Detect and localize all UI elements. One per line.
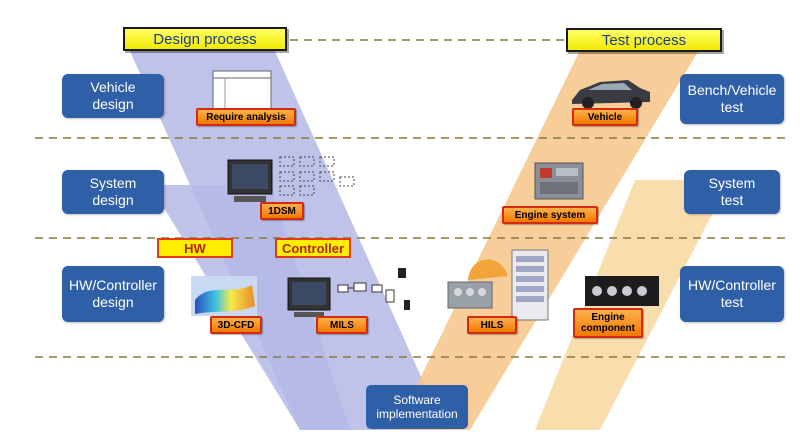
engine-component-tag: Engine component — [573, 308, 643, 338]
require-analysis-illustration — [212, 70, 272, 110]
hils-tag: HILS — [467, 316, 517, 334]
system-test-box: System test — [684, 170, 780, 214]
hw-controller-test-box: HW/Controller test — [680, 266, 784, 322]
hw-controller-design-box: HW/Controller design — [62, 266, 164, 322]
controller-category-tag: Controller — [275, 238, 351, 258]
cfd-illustration — [191, 276, 257, 316]
vehicle-tag: Vehicle — [572, 108, 638, 126]
design-process-title: Design process — [123, 27, 287, 51]
engine-system-illustration — [534, 162, 584, 200]
software-implementation-box: Software implementation — [366, 385, 468, 429]
vehicle-design-box: Vehicle design — [62, 74, 164, 118]
one-dsm-tag: 1DSM — [260, 202, 304, 220]
system-design-box: System design — [62, 170, 164, 214]
engine-system-tag: Engine system — [502, 206, 598, 224]
mils-tag: MILS — [316, 316, 368, 334]
engine-component-illustration — [585, 276, 659, 306]
vehicle-illustration — [572, 80, 650, 109]
hw-category-tag: HW — [157, 238, 233, 258]
one-dsm-illustration — [227, 156, 355, 202]
three-d-cfd-tag: 3D-CFD — [210, 316, 262, 334]
bench-vehicle-test-box: Bench/Vehicle test — [680, 74, 784, 124]
hils-illustration — [447, 249, 549, 321]
test-process-title: Test process — [566, 28, 722, 52]
mils-illustration — [287, 268, 410, 317]
require-analysis-tag: Require analysis — [196, 108, 296, 126]
